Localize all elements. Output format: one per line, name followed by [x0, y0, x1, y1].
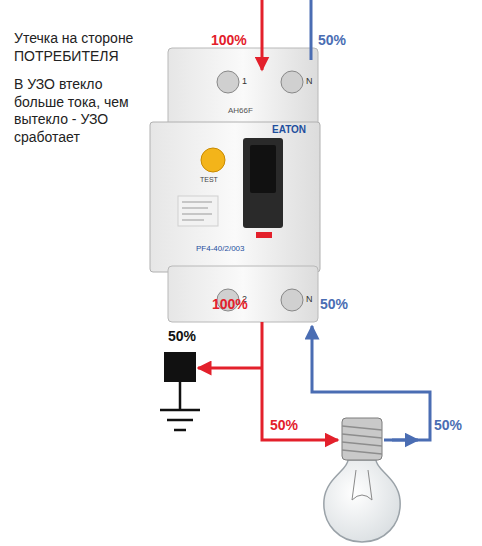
leak-arrow: [198, 367, 262, 370]
ground-symbol: [160, 352, 200, 430]
current-percent: 50%: [318, 32, 346, 50]
button-label: TEST: [200, 176, 218, 185]
neutral-wire: [310, 0, 313, 60]
current-percent: 50%: [168, 328, 196, 346]
phase-wire: [262, 322, 338, 440]
brand-name: EATON: [272, 124, 306, 137]
light-bulb: [324, 418, 400, 542]
current-percent: 100%: [212, 296, 248, 314]
model-code: AH66F: [228, 106, 253, 116]
phase-wire: [261, 0, 264, 70]
current-percent: 50%: [270, 417, 298, 435]
terminal-number: 1: [242, 76, 247, 87]
current-percent: 100%: [211, 32, 247, 50]
terminal-number: N: [306, 294, 313, 305]
rcd-device: [150, 48, 320, 322]
explanation-text: В УЗО втекло больше тока, чем вытекло - …: [14, 76, 154, 146]
heading: Утечка на стороне ПОТРЕБИТЕЛЯ: [14, 30, 164, 65]
current-percent: 50%: [434, 417, 462, 435]
model-code: PF4-40/2/003: [196, 244, 244, 254]
current-percent: 50%: [320, 296, 348, 314]
current-arrow: [392, 439, 418, 442]
terminal-number: N: [306, 76, 313, 87]
